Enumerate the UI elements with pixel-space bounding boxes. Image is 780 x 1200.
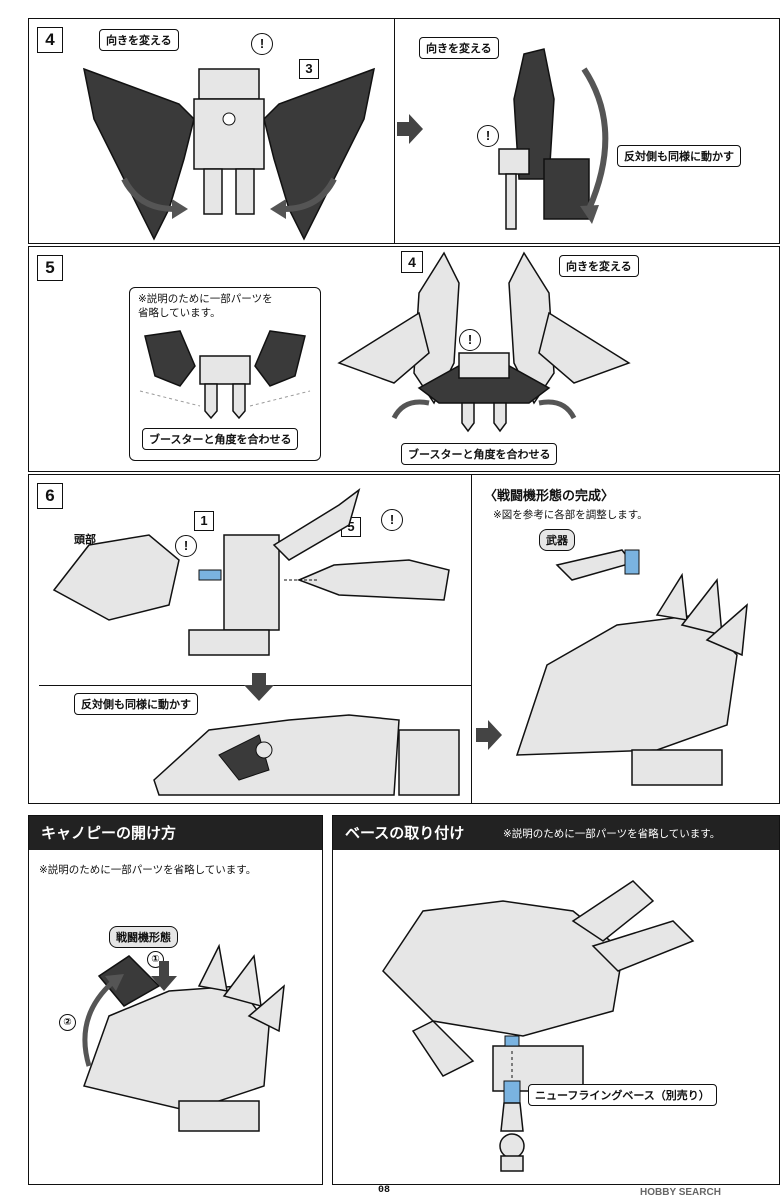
canopy-header: キャノピーの開け方 bbox=[29, 816, 322, 850]
inset-note: ※説明のために一部パーツを 省略しています。 bbox=[138, 293, 273, 319]
booster-closeup bbox=[139, 330, 311, 420]
caution-icon: ! bbox=[175, 535, 197, 557]
base-mount-illustration bbox=[382, 880, 695, 1172]
head-label: 頭部 bbox=[74, 533, 96, 546]
backpack-flipped-illustration bbox=[337, 251, 631, 433]
fighter-complete-title: 〈戦闘機形態の完成〉 bbox=[484, 489, 615, 504]
down-arrow bbox=[244, 673, 274, 701]
step5-panel: 5 ※説明のために一部パーツを 省略しています。 ブースターと角度を合わせる 4… bbox=[28, 246, 780, 472]
turn-direction-callout: 向きを変える bbox=[559, 255, 639, 277]
caution-icon: ! bbox=[459, 329, 481, 351]
canopy-illustration bbox=[82, 943, 285, 1132]
other-side-callout: 反対側も同様に動かす bbox=[74, 693, 198, 715]
canopy-panel: キャノピーの開け方 ※説明のために一部パーツを省略しています。 戦闘機形態 ① … bbox=[28, 815, 323, 1185]
part-ref-1: 1 bbox=[194, 511, 214, 531]
step4-panel: 4 向きを変える ! 3 向きを変える ! 反対側も同様に動かす bbox=[28, 18, 780, 244]
flying-base-callout: ニューフライングベース（別売り） bbox=[528, 1084, 717, 1106]
next-arrow bbox=[397, 114, 423, 144]
vertical-divider bbox=[394, 19, 395, 243]
step6-panel: 6 頭部 ! 1 5 ! 反対側も同様に動かす 〈戦闘機形態の完成〉 ※図を参考… bbox=[28, 474, 780, 804]
align-booster-callout: ブースターと角度を合わせる bbox=[142, 428, 299, 450]
part-ref-4: 4 bbox=[401, 251, 423, 273]
watermark: HOBBY SEARCH bbox=[640, 1187, 721, 1198]
page-number: 08 bbox=[378, 1185, 391, 1196]
canopy-title: キャノピーの開け方 bbox=[41, 824, 177, 842]
vertical-divider bbox=[471, 475, 472, 803]
base-title: ベースの取り付け bbox=[345, 824, 465, 842]
fighter-mode-label: 戦闘機形態 bbox=[109, 926, 178, 948]
turn-direction-callout: 向きを変える bbox=[419, 37, 499, 59]
turn-direction-callout: 向きを変える bbox=[99, 29, 179, 51]
caution-icon: ! bbox=[477, 125, 499, 147]
fighter-mode-illustration bbox=[515, 549, 748, 786]
rotated-wing-illustration bbox=[498, 48, 609, 230]
caution-icon: ! bbox=[251, 33, 273, 55]
adjust-note: ※図を参考に各部を調整します。 bbox=[493, 509, 648, 521]
align-booster-callout: ブースターと角度を合わせる bbox=[401, 443, 558, 465]
omitted-parts-inset: ※説明のために一部パーツを 省略しています。 ブースターと角度を合わせる bbox=[129, 287, 321, 461]
complete-arrow bbox=[476, 720, 502, 750]
base-panel: ベースの取り付け ※説明のために一部パーツを省略しています。 ニューフライングベ… bbox=[332, 815, 780, 1185]
base-header: ベースの取り付け ※説明のために一部パーツを省略しています。 bbox=[333, 816, 779, 850]
weapon-label: 武器 bbox=[539, 529, 575, 551]
step-number: 4 bbox=[37, 27, 63, 53]
assembly-parts-illustration bbox=[52, 488, 450, 656]
assembled-head-illustration bbox=[153, 714, 460, 796]
other-side-callout: 反対側も同様に動かす bbox=[617, 145, 741, 167]
step-number: 5 bbox=[37, 255, 63, 281]
step-number: 6 bbox=[37, 483, 63, 509]
part-ref-3: 3 bbox=[299, 59, 319, 79]
omitted-parts-note: ※説明のために一部パーツを省略しています。 bbox=[39, 864, 257, 876]
caution-icon: ! bbox=[381, 509, 403, 531]
step-order-2: ② bbox=[59, 1014, 76, 1031]
omitted-parts-note: ※説明のために一部パーツを省略しています。 bbox=[503, 828, 721, 840]
backpack-illustration bbox=[83, 67, 375, 241]
